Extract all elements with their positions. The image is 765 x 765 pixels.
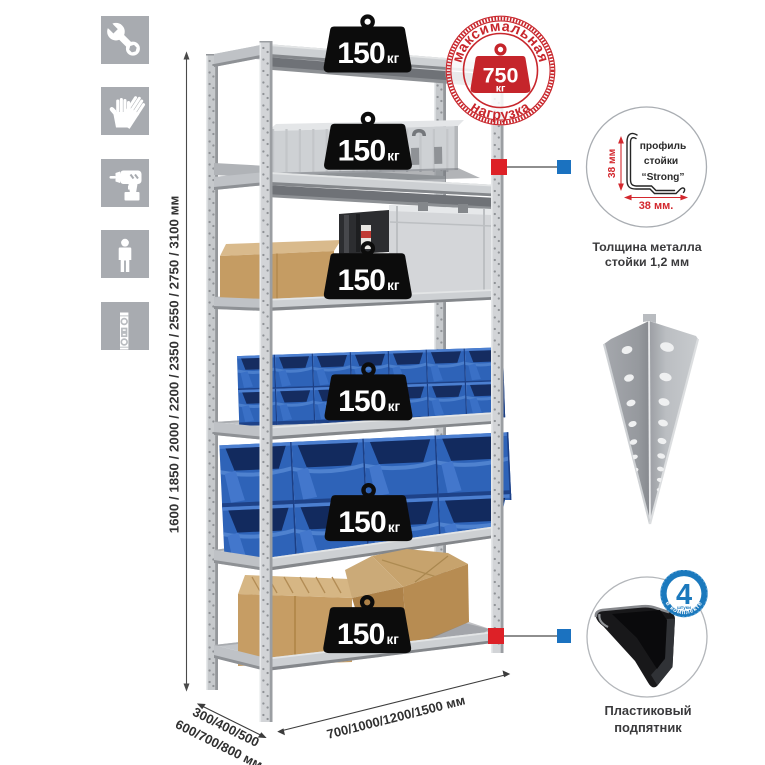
svg-text:38 мм: 38 мм <box>607 149 618 178</box>
svg-text:штуки: штуки <box>677 605 691 610</box>
svg-text:150: 150 <box>338 506 386 539</box>
svg-text:кг: кг <box>387 51 400 66</box>
svg-text:700/1000/1200/1500 мм: 700/1000/1200/1500 мм <box>325 692 466 741</box>
svg-text:стойки: стойки <box>644 156 678 167</box>
svg-text:150: 150 <box>337 618 385 651</box>
svg-text:150: 150 <box>338 385 386 418</box>
svg-text:кг: кг <box>387 149 400 164</box>
svg-text:кг: кг <box>388 399 401 414</box>
svg-text:750: 750 <box>483 64 519 88</box>
svg-text:150: 150 <box>337 264 385 297</box>
svg-text:кг: кг <box>387 278 400 293</box>
svg-text:150: 150 <box>337 37 385 70</box>
svg-text:4: 4 <box>676 579 692 611</box>
svg-text:“Strong”: “Strong” <box>641 172 684 183</box>
svg-text:38 мм.: 38 мм. <box>639 200 674 212</box>
svg-text:профиль: профиль <box>640 140 687 152</box>
svg-text:кг: кг <box>388 520 401 535</box>
svg-text:кг: кг <box>496 83 506 95</box>
svg-text:кг: кг <box>387 632 400 647</box>
svg-text:150: 150 <box>338 135 386 168</box>
